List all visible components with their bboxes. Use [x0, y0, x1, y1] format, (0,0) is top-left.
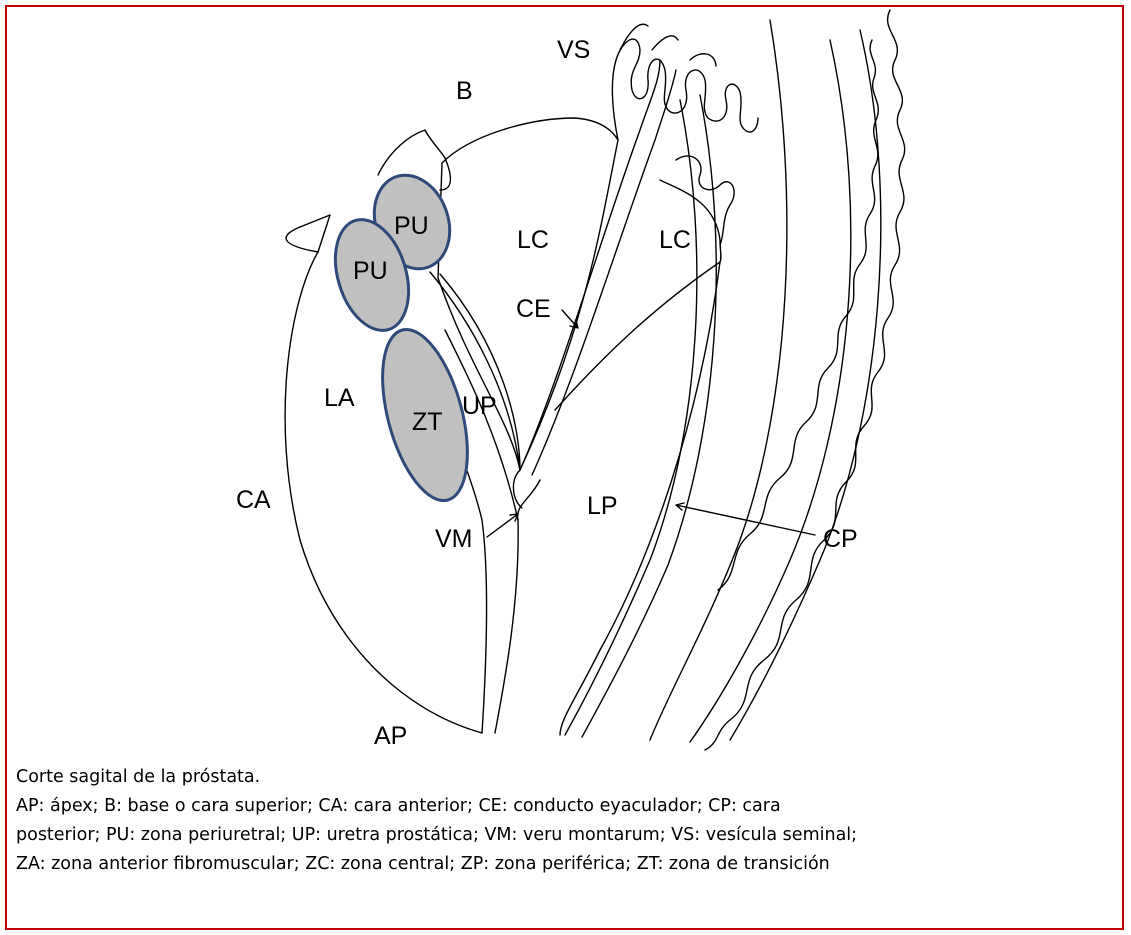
capsule-line-1	[565, 100, 697, 735]
ejaculatory-duct-b	[532, 70, 676, 475]
label-ce: CE	[516, 297, 551, 322]
ejaculatory-duct-a	[520, 60, 660, 470]
caption-legend-line: posterior; PU: zona periuretral; UP: ure…	[16, 821, 1116, 850]
label-ap: AP	[374, 724, 407, 749]
figure-caption: Corte sagital de la próstata. AP: ápex; …	[16, 763, 1116, 879]
caption-legend-line: AP: ápex; B: base o cara superior; CA: c…	[16, 792, 1116, 821]
posterior-lobe-outline	[560, 262, 720, 735]
anterior-wedge	[286, 227, 318, 252]
capsule-line-4	[730, 30, 881, 740]
label-up: UP	[462, 394, 497, 419]
label-vs: VS	[557, 38, 590, 63]
caption-title: Corte sagital de la próstata.	[16, 763, 1116, 792]
cp-arrow	[676, 503, 815, 535]
label-b: B	[456, 79, 473, 104]
label-lp: LP	[587, 494, 618, 519]
base-flap	[378, 130, 445, 175]
label-la: LA	[324, 386, 355, 411]
caption-legend-line: ZA: zona anterior fibromuscular; ZC: zon…	[16, 850, 1116, 879]
label-vm: VM	[435, 527, 473, 552]
rectal-folds-inner	[718, 40, 878, 590]
label-lc-right: LC	[659, 228, 691, 253]
label-zt: ZT	[412, 410, 443, 435]
prostate-sagittal-diagram	[0, 0, 1131, 760]
vm-arrow	[487, 514, 518, 537]
label-ca: CA	[236, 488, 271, 513]
capsule-line-3	[650, 20, 787, 740]
posterior-wall-outer	[690, 40, 851, 742]
seminal-vesicle-top	[620, 24, 716, 66]
label-cp: CP	[823, 527, 858, 552]
label-pu-lower: PU	[353, 259, 388, 284]
verumontanum-bump	[513, 470, 522, 508]
central-lobe-right	[555, 180, 721, 410]
label-pu-upper: PU	[394, 214, 429, 239]
label-lc-left: LC	[517, 228, 549, 253]
